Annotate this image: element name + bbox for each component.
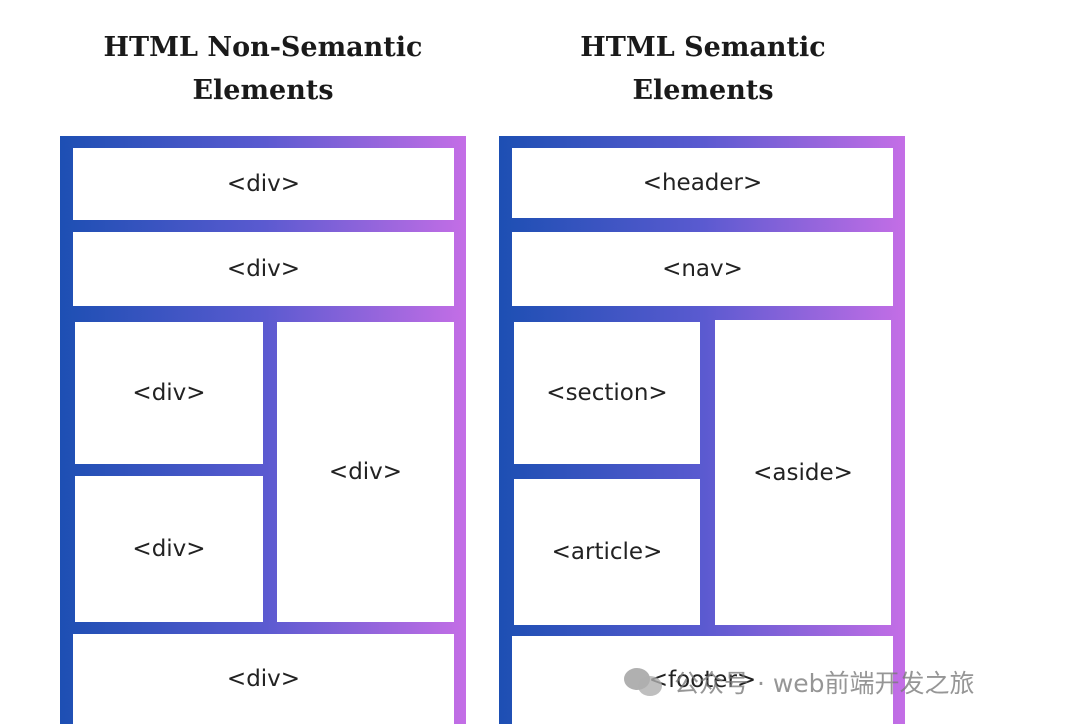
div-block-middle-right: <div> [277,322,454,622]
non-semantic-title-line2: Elements [192,75,334,106]
non-semantic-title: HTML Non-Semantic Elements [80,26,446,112]
watermark: 公众号 · web前端开发之旅 [624,664,975,700]
section-block: <section> [514,322,700,464]
article-block: <article> [514,479,700,625]
non-semantic-title-line1: HTML Non-Semantic [103,32,423,63]
semantic-title-line2: Elements [632,75,774,106]
header-block: <header> [512,148,893,218]
wechat-icon [624,666,664,698]
non-semantic-layout-diagram: <div> <div> <div> <div> <div> <div> [60,136,466,724]
watermark-text: 公众号 · web前端开发之旅 [674,669,975,698]
nav-block: <nav> [512,232,893,306]
div-block-top: <div> [73,148,454,220]
semantic-layout-diagram: <header> <nav> <section> <article> <asid… [499,136,905,724]
div-block-middle-left-bottom: <div> [75,476,263,622]
div-block-second: <div> [73,232,454,306]
semantic-title: HTML Semantic Elements [520,26,886,112]
div-block-bottom: <div> [73,634,454,724]
footer-block: <footer> [512,636,893,724]
semantic-title-line1: HTML Semantic [580,32,826,63]
aside-block: <aside> [715,320,891,625]
div-block-middle-left-top: <div> [75,322,263,464]
